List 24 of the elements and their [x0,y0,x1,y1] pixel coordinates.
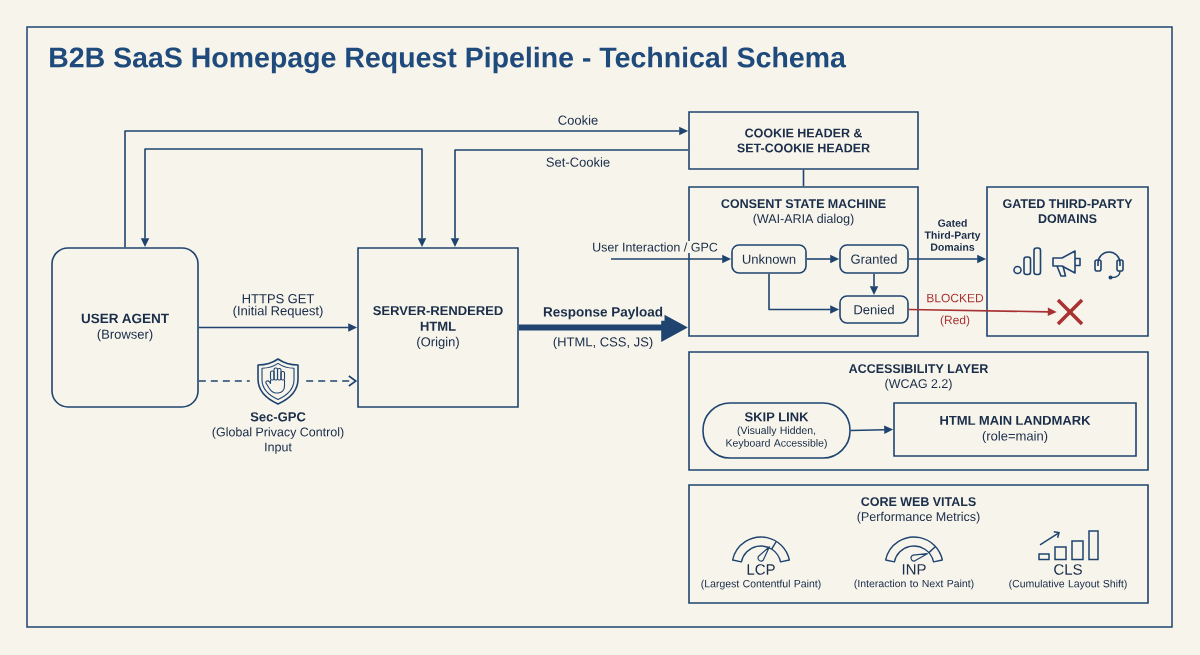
skip-link-pill: SKIP LINK (Visually Hidden, Keyboard Accessible) [702,402,851,459]
user-agent-box: USER AGENT (Browser) [51,247,199,408]
dashed-connector-line [198,380,251,382]
state-box: Denied [839,295,909,324]
edge-label: Response Payload [541,305,665,321]
connector-line [802,169,805,187]
server-box: SERVER-RENDERED HTML (Origin) [357,247,519,408]
domains-panel: GATED THIRD-PARTY DOMAINS [986,186,1149,337]
note-label: (HTML, CSS, JS) [553,336,653,350]
state-box: Granted [839,244,909,274]
dashed-arrow [305,375,358,387]
state-box: Unknown [731,244,807,274]
cross-mark [1056,298,1084,326]
note-label: (Red) [940,315,970,327]
metric-label: INP (Interaction to Next Paint) [854,564,974,590]
edge-label: BLOCKED [924,292,986,304]
title: B2B SaaS Homepage Request Pipeline - Technical Schema [50,46,847,74]
metric-label: LCP (Largest Contentful Paint) [701,564,821,590]
metric-label: CLS (Cumulative Layout Shift) [1009,564,1127,590]
edge-label: Gated Third-Party Domains [920,217,985,253]
landmark-box: HTML MAIN LANDMARK (role=main) [893,402,1137,457]
header-box: COOKIE HEADER & SET-COOKIE HEADER [688,111,919,170]
shield-caption: Sec-GPC (Global Privacy Control) Input [212,412,344,454]
edge-label: HTTPS GET (Initial Request) [224,292,332,320]
